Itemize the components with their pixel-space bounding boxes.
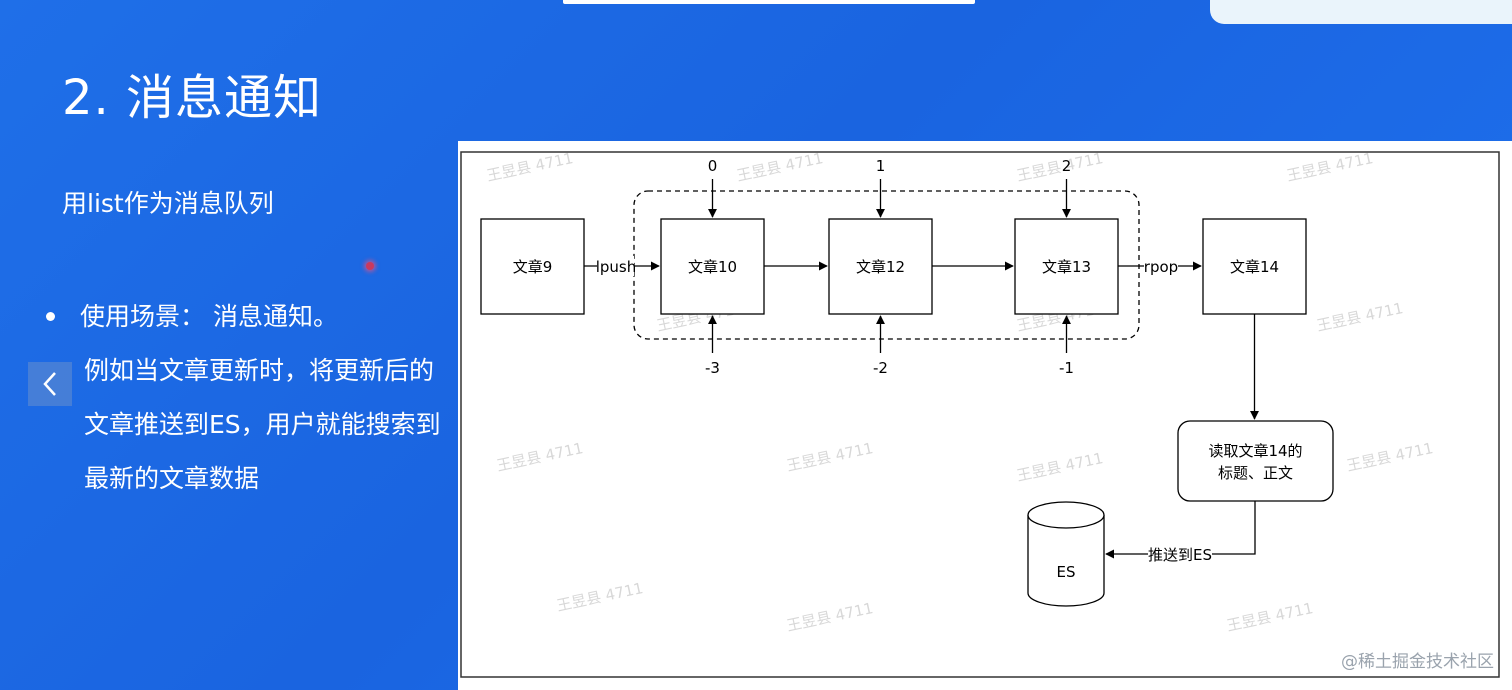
node-article-14-label: 文章14 (1230, 258, 1279, 276)
index-bottom-1: -2 (873, 359, 888, 377)
node-es-database: ES (1027, 501, 1105, 607)
node-article-12 (828, 218, 933, 315)
node-read-article (1177, 420, 1334, 502)
diagram-canvas: 王昱县 4711 王昱县 4711 王昱县 4711 王昱县 4711 王昱县 … (458, 141, 1512, 690)
bullet-body: 例如当文章更新时，将更新后的文章推送到ES，用户就能搜索到最新的文章数据 (84, 356, 441, 493)
corner-card (1210, 0, 1512, 24)
node-article-14 (1202, 218, 1307, 315)
credit-text: @稀土掘金技术社区 (1341, 652, 1494, 672)
watermark: 王昱县 4711 (1345, 439, 1435, 475)
bullet-list: 使用场景： 消息通知。 例如当文章更新时，将更新后的文章推送到ES，用户就能搜索… (44, 290, 444, 506)
index-top-1: 1 (876, 157, 886, 175)
watermark: 王昱县 4711 (1015, 149, 1105, 185)
watermark: 王昱县 4711 (785, 439, 875, 475)
edge-rpop-label-bg (1144, 256, 1178, 276)
watermark: 王昱县 4711 (495, 439, 585, 475)
index-top-2: 2 (1062, 157, 1072, 175)
edge-lpush-label-bg (597, 256, 634, 276)
edge-rpop-label: rpop (1144, 258, 1178, 276)
diagram-frame (460, 151, 1500, 678)
edge-push-es-label-bg (1148, 544, 1212, 564)
watermark: 王昱县 4711 (1015, 449, 1105, 485)
watermark: 王昱县 4711 (735, 149, 825, 185)
bullet-item: 使用场景： 消息通知。 例如当文章更新时，将更新后的文章推送到ES，用户就能搜索… (44, 290, 444, 506)
node-article-12-label: 文章12 (856, 258, 905, 276)
node-article-10-label: 文章10 (688, 258, 737, 276)
watermark: 王昱县 4711 (1225, 599, 1315, 635)
edge-lpush-label: lpush (596, 258, 637, 276)
bullet-dot-icon (46, 312, 55, 321)
bullet-label: 使用场景： 消息通知。 (80, 302, 338, 331)
prev-slide-button[interactable] (28, 362, 72, 406)
node-es-label: ES (1057, 563, 1076, 581)
node-article-13-label: 文章13 (1042, 258, 1091, 276)
chevron-left-icon (43, 372, 56, 396)
node-article-9 (480, 218, 585, 315)
index-bottom-2: -1 (1059, 359, 1074, 377)
top-bar (563, 0, 975, 4)
watermark: 王昱县 4711 (485, 149, 575, 185)
edge-push-es-label: 推送到ES (1148, 546, 1212, 564)
slide-title: 2. 消息通知 (62, 70, 323, 126)
watermark: 王昱县 4711 (1285, 149, 1375, 185)
node-read-article-line2: 标题、正文 (1218, 464, 1293, 482)
laser-pointer-dot (366, 262, 374, 270)
node-read-article-line1: 读取文章14的 (1208, 442, 1302, 460)
slide-subtitle: 用list作为消息队列 (62, 189, 274, 218)
node-article-9-label: 文章9 (513, 258, 553, 276)
index-top-0: 0 (708, 157, 718, 175)
watermark: 王昱县 4711 (1315, 299, 1405, 335)
index-bottom-0: -3 (705, 359, 720, 377)
watermark: 王昱县 4711 (785, 599, 875, 635)
watermark: 王昱县 4711 (555, 579, 645, 615)
diagram-svg: 王昱县 4711 王昱县 4711 王昱县 4711 王昱县 4711 王昱县 … (460, 149, 1500, 678)
